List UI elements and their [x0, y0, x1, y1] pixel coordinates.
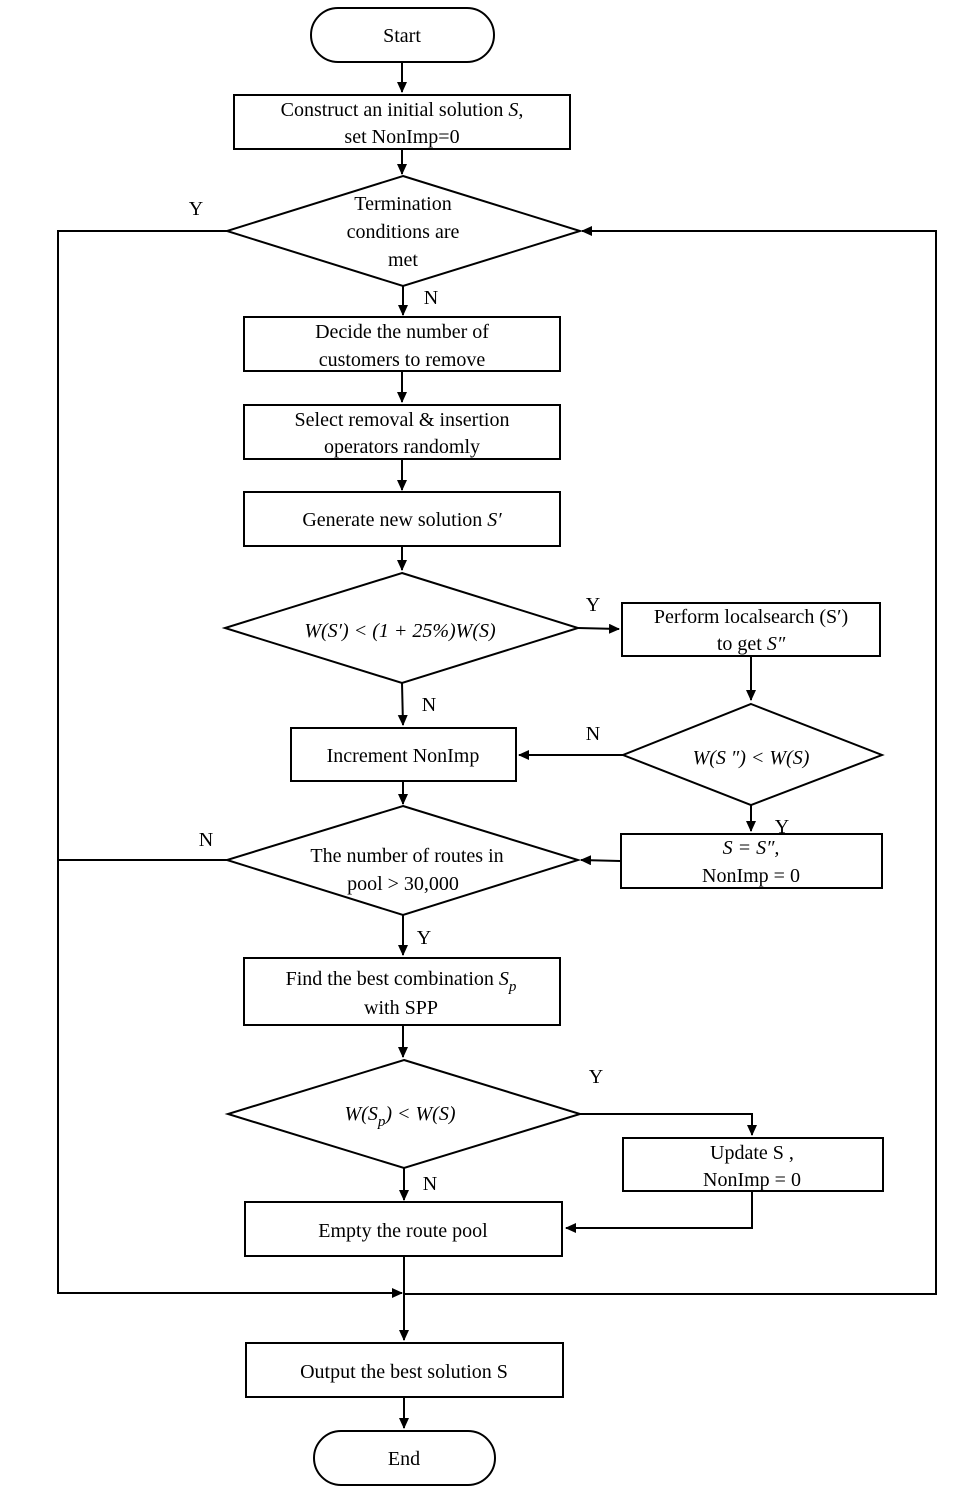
decide-node: Decide the number of customers to remove: [243, 316, 561, 372]
empty-pool-label: Empty the route pool: [318, 1220, 488, 1242]
edge-label-termination-no: N: [424, 287, 438, 309]
localsearch-line1: Perform localsearch (S′): [654, 606, 848, 628]
assign-line1: S = S″,: [723, 837, 780, 859]
select-line2: operators randomly: [324, 436, 480, 458]
edge-label-routes-yes: Y: [417, 927, 431, 949]
best-combination-node: Find the best combination Sp with SPP: [243, 957, 561, 1026]
select-line1: Select removal & insertion: [295, 409, 510, 431]
generate-label: Generate new solution S′: [302, 509, 502, 531]
construct-line2: set NonImp=0: [344, 126, 459, 148]
decide-line2: customers to remove: [319, 349, 486, 371]
edge-assign-routes: [580, 855, 621, 866]
construct-node: Construct an initial solution S, set Non…: [233, 94, 571, 150]
edge-label-compare3-yes: Y: [589, 1066, 603, 1088]
localsearch-node: Perform localsearch (S′) to get S″: [621, 602, 881, 657]
termination-decision: Termination conditions are met: [223, 174, 584, 288]
update-line2: NonImp = 0: [703, 1169, 801, 1191]
increment-node: Increment NonImp: [290, 727, 517, 782]
assign-line2: NonImp = 0: [702, 865, 800, 887]
edge-loop-back: [404, 226, 937, 1295]
bestcomb-line2: with SPP: [364, 997, 438, 1019]
output-label: Output the best solution S: [300, 1361, 508, 1383]
edge-compare3-update: [580, 1113, 757, 1136]
start-node: Start: [310, 7, 495, 63]
select-operators-node: Select removal & insertion operators ran…: [243, 404, 561, 460]
empty-pool-node: Empty the route pool: [244, 1201, 563, 1257]
start-label: Start: [383, 25, 421, 47]
update-node: Update S , NonImp = 0: [622, 1137, 884, 1192]
edge-label-termination-yes: Y: [189, 198, 203, 220]
end-label: End: [388, 1448, 420, 1470]
edge-label-routes-no: N: [199, 829, 213, 851]
termination-line2: conditions are: [347, 221, 460, 243]
edge-label-compare2-yes: Y: [775, 816, 789, 838]
decide-line1: Decide the number of: [315, 321, 489, 343]
construct-line1: Construct an initial solution S,: [281, 99, 524, 121]
routes-line2: pool > 30,000: [347, 873, 459, 895]
edge-label-compare3-no: N: [423, 1173, 437, 1195]
edge-compare1-localsearch: [577, 623, 620, 634]
compare1-decision: W(S′) < (1 + 25%)W(S): [221, 571, 582, 685]
routes-line1: The number of routes in: [310, 845, 503, 867]
compare2-decision: W(S ″) < W(S): [620, 702, 885, 807]
assign-node: S = S″, NonImp = 0: [620, 833, 883, 889]
routes-check-decision: The number of routes in pool > 30,000: [223, 804, 582, 917]
edge-label-compare1-no: N: [422, 694, 436, 716]
increment-label: Increment NonImp: [327, 745, 480, 767]
compare3-label: W(Sp) < W(S): [345, 1103, 456, 1130]
generate-node: Generate new solution S′: [243, 491, 561, 547]
output-node: Output the best solution S: [245, 1342, 564, 1398]
compare1-label: W(S′) < (1 + 25%)W(S): [304, 620, 496, 642]
edge-update-empty: [565, 1191, 753, 1233]
edge-termination-yes-exit: [57, 230, 403, 1298]
edge-label-compare2-no: N: [586, 723, 600, 745]
bestcomb-line1: Find the best combination Sp: [286, 968, 517, 995]
localsearch-line2: to get S″: [717, 633, 786, 655]
compare2-label: W(S ″) < W(S): [693, 747, 810, 769]
end-node: End: [313, 1430, 496, 1486]
termination-line1: Termination: [354, 193, 451, 215]
update-line1: Update S ,: [710, 1142, 794, 1164]
edge-label-compare1-yes: Y: [586, 594, 600, 616]
termination-line3: met: [388, 249, 418, 271]
edge-compare1-increment: [397, 682, 408, 726]
compare3-decision: W(Sp) < W(S): [224, 1058, 584, 1170]
